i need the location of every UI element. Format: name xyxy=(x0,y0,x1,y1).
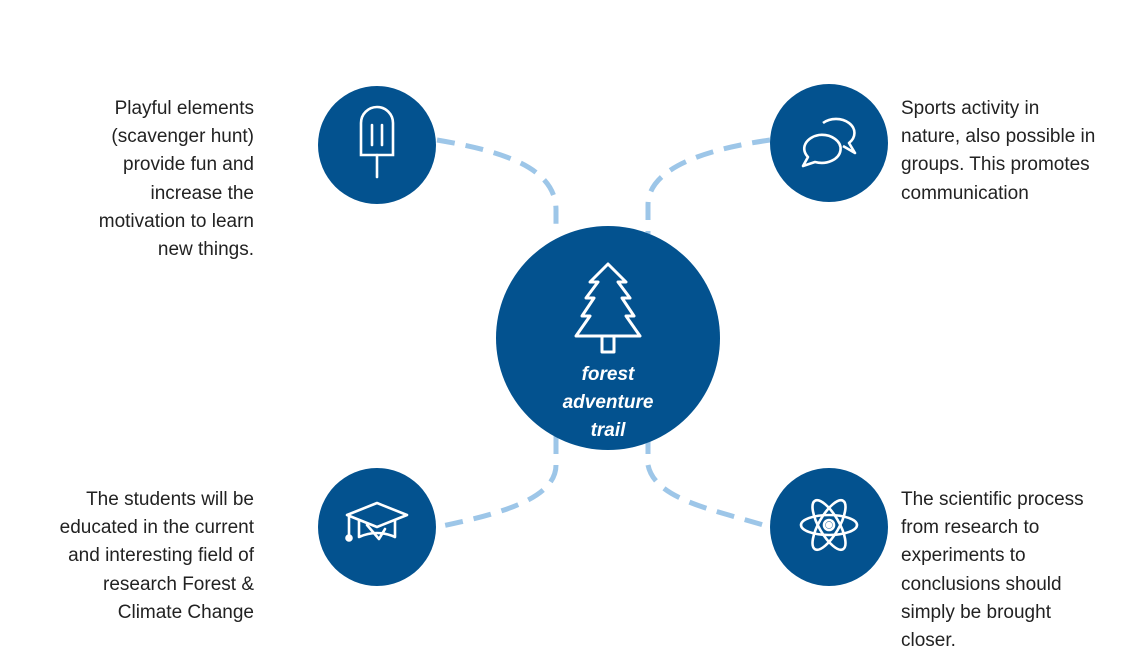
node-playful xyxy=(318,86,436,204)
popsicle-icon xyxy=(357,105,397,186)
connector-top-right xyxy=(645,137,771,234)
node-sports xyxy=(770,84,888,202)
center-node: forest adventure trail xyxy=(496,226,720,450)
desc-sports: Sports activity in nature, also possible… xyxy=(901,98,1096,204)
desc-education: The students will be educated in the cur… xyxy=(59,489,254,623)
node-education xyxy=(318,468,436,586)
connector-bottom-right xyxy=(645,436,771,530)
speech-bubbles-icon xyxy=(797,113,861,174)
desc-science: The scientific process from research to … xyxy=(901,489,1084,652)
connector-bottom-left xyxy=(436,436,559,530)
graduation-cap-icon xyxy=(343,499,411,556)
desc-playful: Playful elements (scavenger hunt) provid… xyxy=(98,98,254,261)
atom-icon xyxy=(797,493,861,562)
center-title: forest adventure trail xyxy=(562,364,654,441)
connector-top-left xyxy=(436,137,559,228)
pine-tree-icon xyxy=(568,260,648,361)
node-science xyxy=(770,468,888,586)
